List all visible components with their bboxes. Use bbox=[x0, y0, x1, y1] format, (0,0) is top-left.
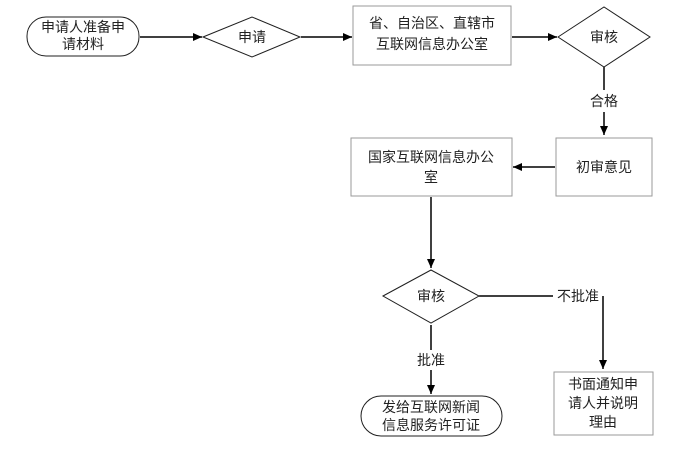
node-start: 申请人准备申 请材料 bbox=[26, 16, 140, 57]
node-provincial-office-text-line-2: 互联网信息办公室 bbox=[376, 36, 488, 53]
edge-label-qualified: 合格 bbox=[590, 94, 618, 110]
node-written-notice-text-line-2: 请人并说明 bbox=[568, 396, 638, 412]
edge-label-not-approved: 不批准 bbox=[557, 289, 599, 305]
node-written-notice-text-line-1: 书面通知申 bbox=[568, 376, 638, 393]
node-written-notice-text-line-3: 理由 bbox=[589, 415, 617, 431]
node-preliminary-opinion: 初审意见 bbox=[555, 137, 653, 197]
node-provincial-office: 省、自治区、直辖市 互联网信息办公室 bbox=[352, 5, 512, 66]
node-review-2-text: 审核 bbox=[417, 289, 445, 305]
node-national-office-text-line-2: 室 bbox=[424, 169, 438, 186]
node-review-1: 审核 bbox=[557, 6, 651, 68]
edge-label-approved: 批准 bbox=[417, 353, 445, 369]
node-license-text-line-1: 发给互联网新闻 bbox=[382, 400, 480, 416]
node-national-office: 国家互联网信息办公 室 bbox=[350, 137, 513, 197]
node-apply-text: 申请 bbox=[238, 30, 266, 46]
node-provincial-office-text-line-1: 省、自治区、直辖市 bbox=[369, 15, 495, 32]
node-national-office-text-line-1: 国家互联网信息办公 bbox=[368, 149, 494, 166]
node-apply-decision: 申请 bbox=[201, 16, 302, 58]
edges bbox=[140, 33, 608, 394]
node-license-text-line-2: 信息服务许可证 bbox=[382, 417, 480, 434]
node-written-notice: 书面通知申 请人并说明 理由 bbox=[553, 371, 654, 436]
node-start-text-line-2: 请材料 bbox=[62, 37, 104, 53]
node-review-1-text: 审核 bbox=[590, 30, 618, 46]
node-license: 发给互联网新闻 信息服务许可证 bbox=[360, 395, 503, 437]
node-preliminary-opinion-text: 初审意见 bbox=[576, 159, 632, 176]
node-review-2: 审核 bbox=[381, 269, 481, 324]
node-start-text-line-1: 申请人准备申 bbox=[41, 19, 125, 36]
